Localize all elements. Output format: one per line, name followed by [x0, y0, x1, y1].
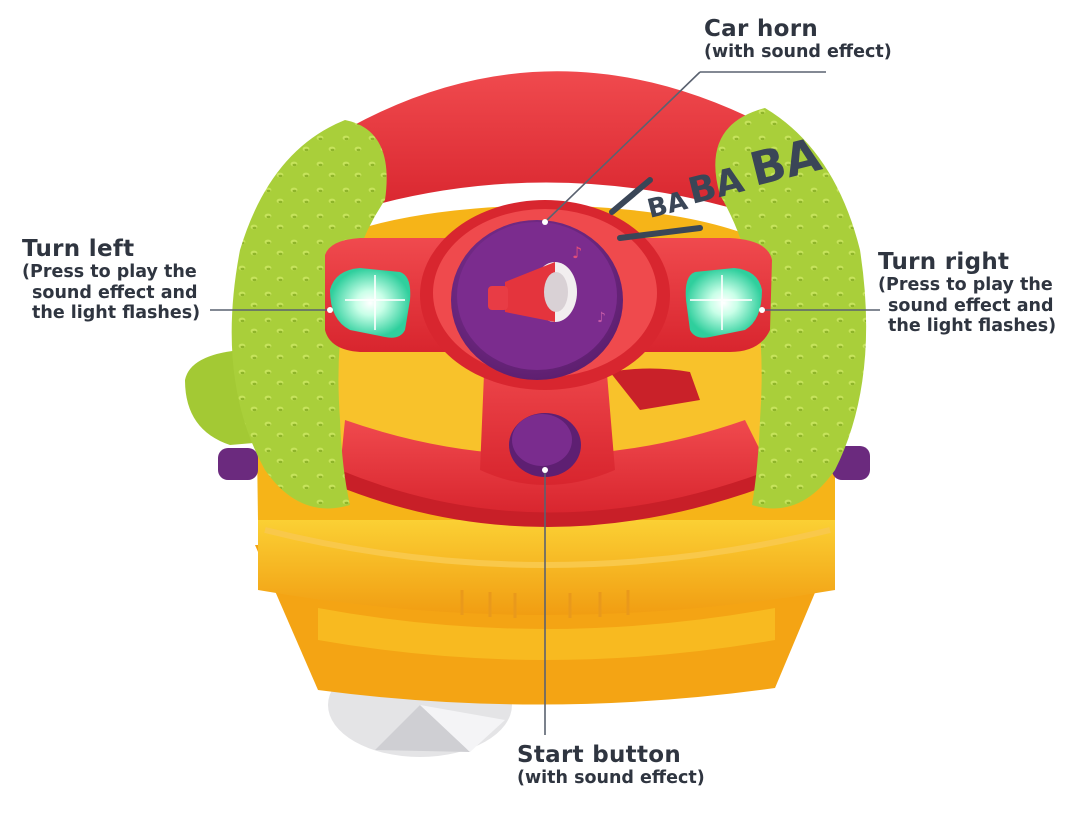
- car-horn-subtitle: (with sound effect): [704, 42, 892, 63]
- car-horn-label: Car horn (with sound effect): [704, 16, 892, 63]
- turn-right-title: Turn right: [878, 249, 1010, 275]
- car-horn-title: Car horn: [704, 16, 819, 42]
- music-note-icon: ♪: [572, 243, 582, 262]
- turn-right-line-2: sound effect and: [888, 295, 1054, 316]
- turn-right-label: Turn right (Press to play the sound effe…: [878, 249, 1056, 336]
- turn-left-line-3: the light flashes): [32, 302, 201, 323]
- turn-left-line-2: sound effect and: [32, 282, 198, 303]
- turn-left-title: Turn left: [22, 236, 135, 262]
- turn-left-line-1: (Press to play the: [22, 262, 197, 283]
- leader-dots: [327, 219, 765, 473]
- left-grip: [231, 120, 387, 509]
- left-turn-light[interactable]: [330, 268, 411, 338]
- start-button-title: Start button: [517, 742, 682, 768]
- leader-lines: [210, 71, 880, 735]
- start-button[interactable]: [509, 413, 581, 477]
- right-grip: [715, 108, 867, 509]
- right-turn-light[interactable]: [685, 268, 762, 338]
- turn-left-label: Turn left (Press to play the sound effec…: [22, 236, 200, 323]
- left-side-knob: [218, 448, 258, 480]
- start-button-label: Start button (with sound effect): [517, 742, 705, 789]
- car-horn-button[interactable]: ♪ ♪: [451, 220, 623, 380]
- leader-line-horn: [544, 71, 826, 223]
- megaphone-icon: [488, 262, 577, 322]
- turn-right-line-3: the light flashes): [888, 315, 1057, 336]
- start-button-subtitle: (with sound effect): [517, 768, 705, 789]
- turn-right-line-1: (Press to play the: [878, 275, 1053, 296]
- music-note-icon: ♪: [597, 310, 606, 326]
